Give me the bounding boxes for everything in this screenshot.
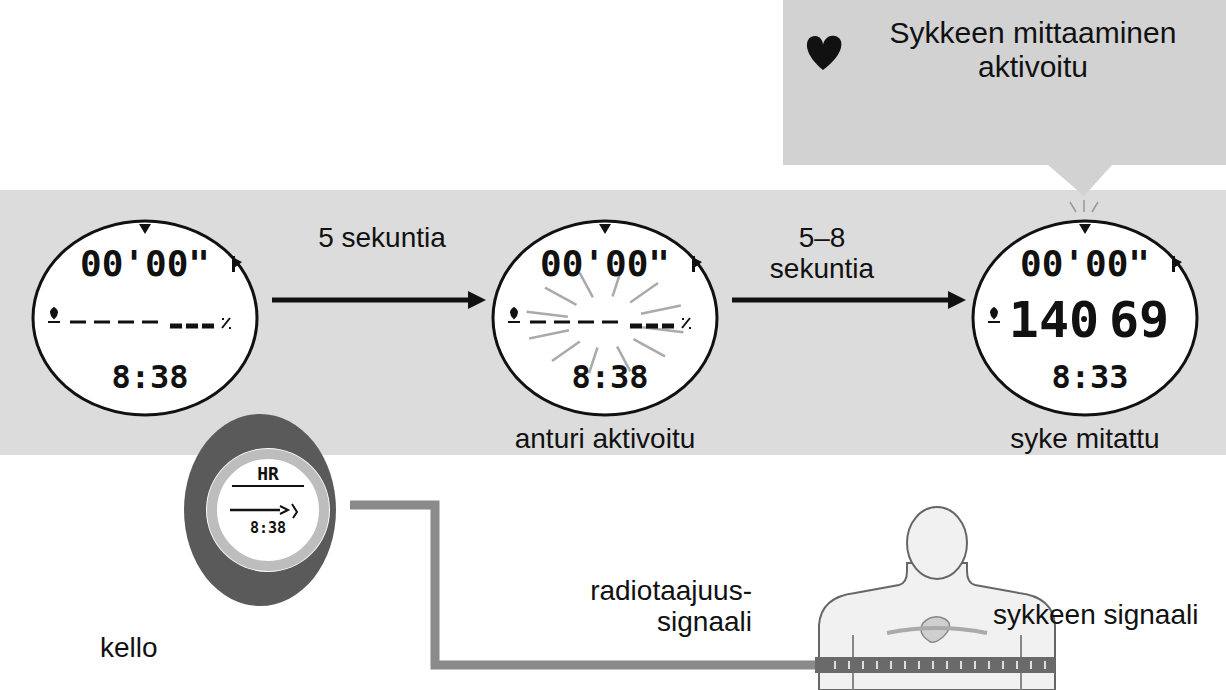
lcd-readout: 00'00" [1000,244,1170,284]
tick-mark [1092,202,1098,212]
lcd-readout: 8:33 [1025,360,1155,396]
lcd-readout: 00'00" [60,244,230,284]
lcd-readout: 00'00" [520,244,690,284]
arrow-head [468,291,486,309]
node-label: kello [100,632,200,663]
lcd-readout: 140 [1004,292,1104,348]
torso-illustration [815,505,1220,690]
node-label: sykkeen signaali [993,599,1218,630]
grey-band [0,190,1226,455]
node-label: Sykkeen mittaaminen aktivoitu [873,16,1193,83]
callout-tail [1048,165,1112,196]
node-label: syke mitattu [950,423,1220,454]
radio-signal-line [350,505,815,665]
wrist-watch: HR8:38kello [180,410,350,610]
arrow-head [948,291,966,309]
lcd-readout: 69 [1104,292,1174,348]
edge-label: 5 sekuntia [312,222,452,253]
callout-box: Sykkeen mittaaminen aktivoitu [783,0,1226,165]
time-arrow [272,298,480,303]
lcd-readout: 8:38 [238,520,298,537]
watch-display-circle: 00'00"8:38anturi aktivoitu [490,218,720,418]
lcd-readout: 8:38 [85,360,215,396]
edge-label: radiotaajuus-signaali [517,575,752,638]
lcd-readout: 8:38 [545,360,675,396]
time-arrow [732,298,960,303]
tick-mark [1083,200,1085,212]
watch-display-circle: 00'00" 8:38 [30,218,260,418]
lcd-readout: HR [248,464,288,484]
person-torso: sykkeen signaali [815,505,1220,690]
watch-body [180,410,350,610]
tick-mark [1070,202,1076,212]
node-label: anturi aktivoitu [460,423,750,454]
edge-label: 5–8 sekuntia [747,222,897,285]
watch-display-circle: 00'00"140698:33syke mitattu [970,218,1200,418]
